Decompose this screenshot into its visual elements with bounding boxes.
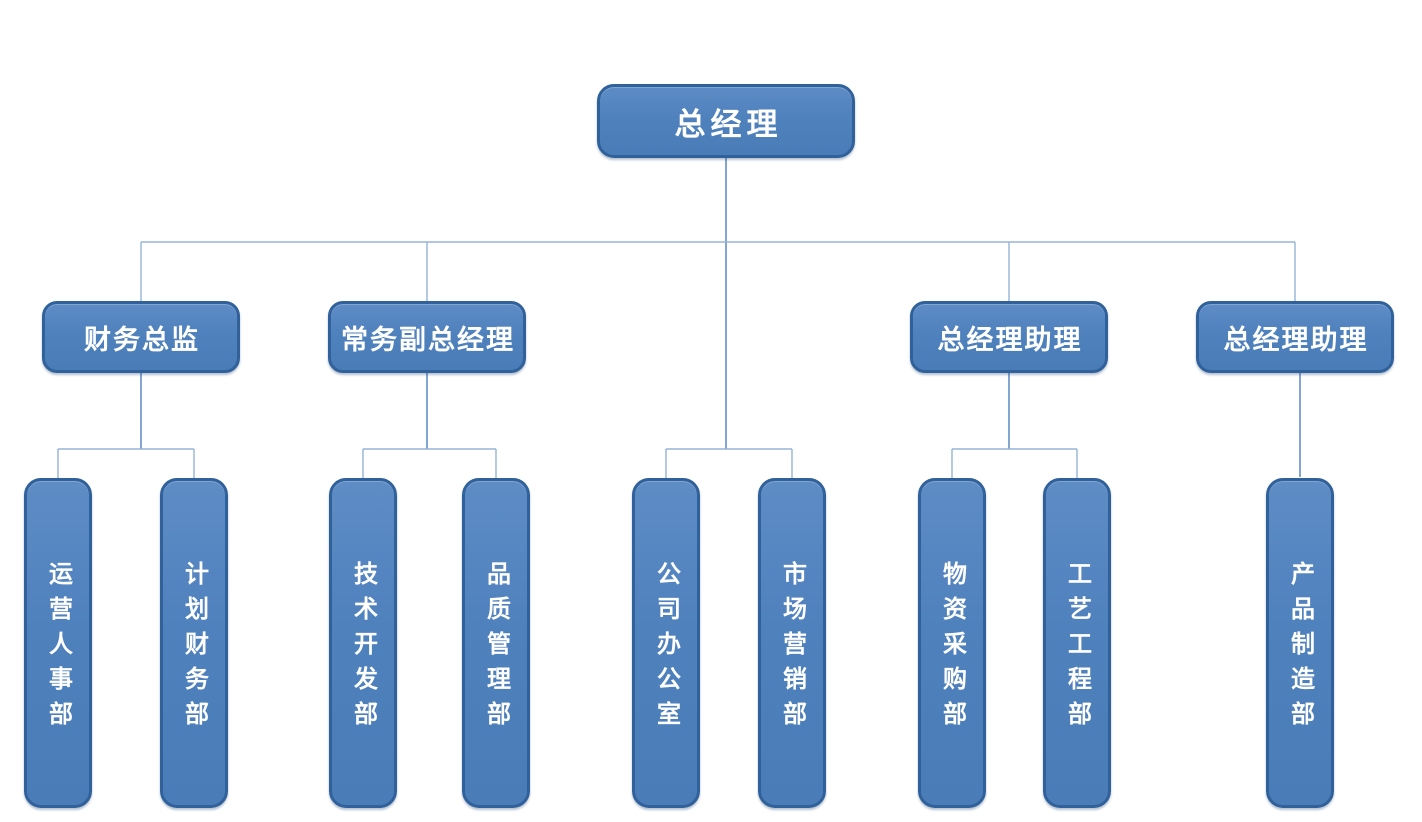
node-dept-product-manufacturing: 产品制造部 xyxy=(1266,478,1334,808)
node-gm-assistant-1: 总经理助理 xyxy=(910,301,1108,373)
connector-stems xyxy=(140,158,1301,477)
node-label: 工艺工程部 xyxy=(1063,561,1090,736)
node-label: 总经理 xyxy=(674,106,783,142)
node-label: 常务副总经理 xyxy=(341,324,515,355)
node-dept-planning-finance: 计划财务部 xyxy=(160,478,228,808)
node-dept-operations-hr: 运营人事部 xyxy=(24,478,92,808)
node-general-manager: 总经理 xyxy=(597,84,855,158)
node-label: 运营人事部 xyxy=(44,561,71,736)
node-label: 技术开发部 xyxy=(349,561,376,736)
node-label: 总经理助理 xyxy=(937,324,1083,355)
node-deputy-general-manager: 常务副总经理 xyxy=(328,301,526,373)
node-gm-assistant-2: 总经理助理 xyxy=(1196,301,1394,373)
node-label: 计划财务部 xyxy=(180,561,207,736)
node-label: 市场营销部 xyxy=(778,561,805,736)
connector-brackets xyxy=(57,241,1296,478)
node-label: 财务总监 xyxy=(84,324,200,355)
node-label: 公司办公室 xyxy=(652,561,679,736)
node-finance-director: 财务总监 xyxy=(42,301,240,373)
node-dept-marketing: 市场营销部 xyxy=(758,478,826,808)
node-dept-quality-management: 品质管理部 xyxy=(462,478,530,808)
node-dept-process-engineering: 工艺工程部 xyxy=(1043,478,1111,808)
node-dept-company-office: 公司办公室 xyxy=(632,478,700,808)
node-dept-procurement: 物资采购部 xyxy=(918,478,986,808)
node-dept-tech-development: 技术开发部 xyxy=(329,478,397,808)
node-label: 物资采购部 xyxy=(938,561,965,736)
node-label: 总经理助理 xyxy=(1223,324,1369,355)
node-label: 品质管理部 xyxy=(482,561,509,736)
node-label: 产品制造部 xyxy=(1286,561,1313,736)
